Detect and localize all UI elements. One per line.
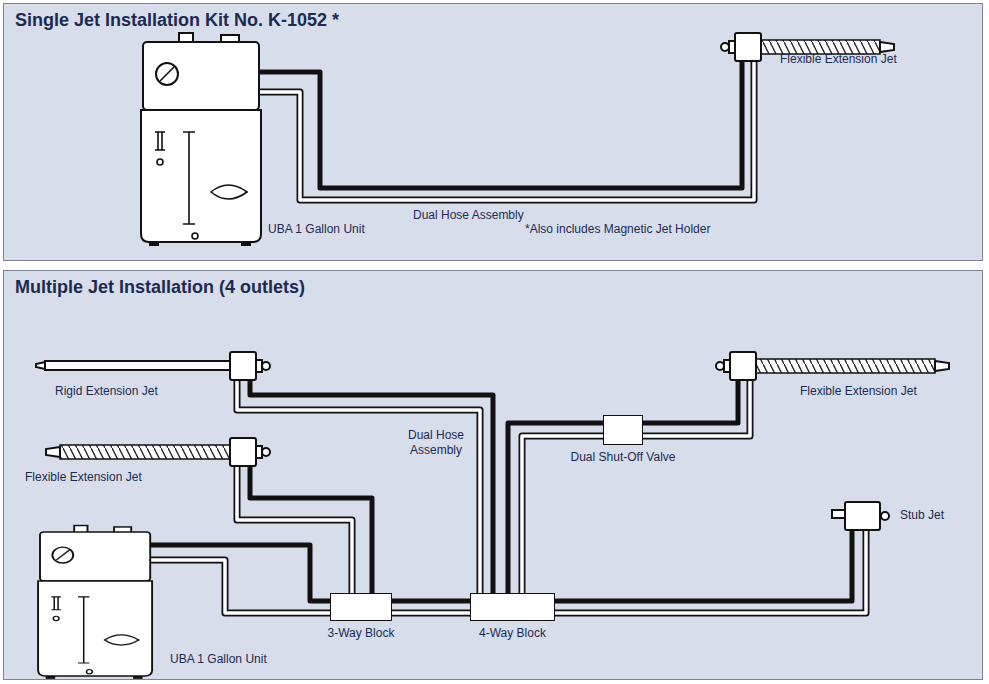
panel-title: Single Jet Installation Kit No. K-1052 * xyxy=(4,4,350,37)
panel: Multiple Jet Installation (4 outlets) 3-W… xyxy=(3,270,983,680)
flexible-jet xyxy=(716,352,949,380)
uba-unit xyxy=(38,526,152,679)
manifold-block: 4-Way Block xyxy=(470,593,555,621)
part-label: 4-Way Block xyxy=(479,626,546,640)
unit-label: UBA 1 Gallon Unit xyxy=(170,652,267,667)
unit-label: UBA 1 Gallon Unit xyxy=(268,222,365,237)
hose-label: Dual Hose Assembly xyxy=(413,208,524,223)
manifold-block: 3-Way Block xyxy=(330,593,392,621)
jet-label: Rigid Extension Jet xyxy=(55,384,158,399)
uba-unit xyxy=(141,33,261,246)
rigid-jet xyxy=(36,352,270,380)
flexible-jet xyxy=(721,33,894,61)
part-label: Dual Shut-Off Valve xyxy=(571,450,676,464)
jet-label: Stub Jet xyxy=(900,508,944,523)
jet-label: Flexible Extension Jet xyxy=(800,384,917,399)
dual-hose xyxy=(508,423,603,593)
shutoff-valve: Dual Shut-Off Valve xyxy=(603,415,643,445)
part-label: 3-Way Block xyxy=(328,626,395,640)
stub-jet xyxy=(832,502,889,530)
panel-ground xyxy=(3,270,983,680)
panel: Single Jet Installation Kit No. K-1052 * xyxy=(3,3,983,261)
hose-label: Dual Hose Assembly xyxy=(398,428,474,458)
jet-label: Flexible Extension Jet xyxy=(25,470,142,485)
flexible-jet xyxy=(46,438,270,466)
dual-hose xyxy=(392,601,470,613)
panel-title: Multiple Jet Installation (4 outlets) xyxy=(4,271,316,304)
panel-ground xyxy=(3,3,983,261)
note: *Also includes Magnetic Jet Holder xyxy=(525,222,710,237)
jet-label: Flexible Extension Jet xyxy=(780,52,897,67)
